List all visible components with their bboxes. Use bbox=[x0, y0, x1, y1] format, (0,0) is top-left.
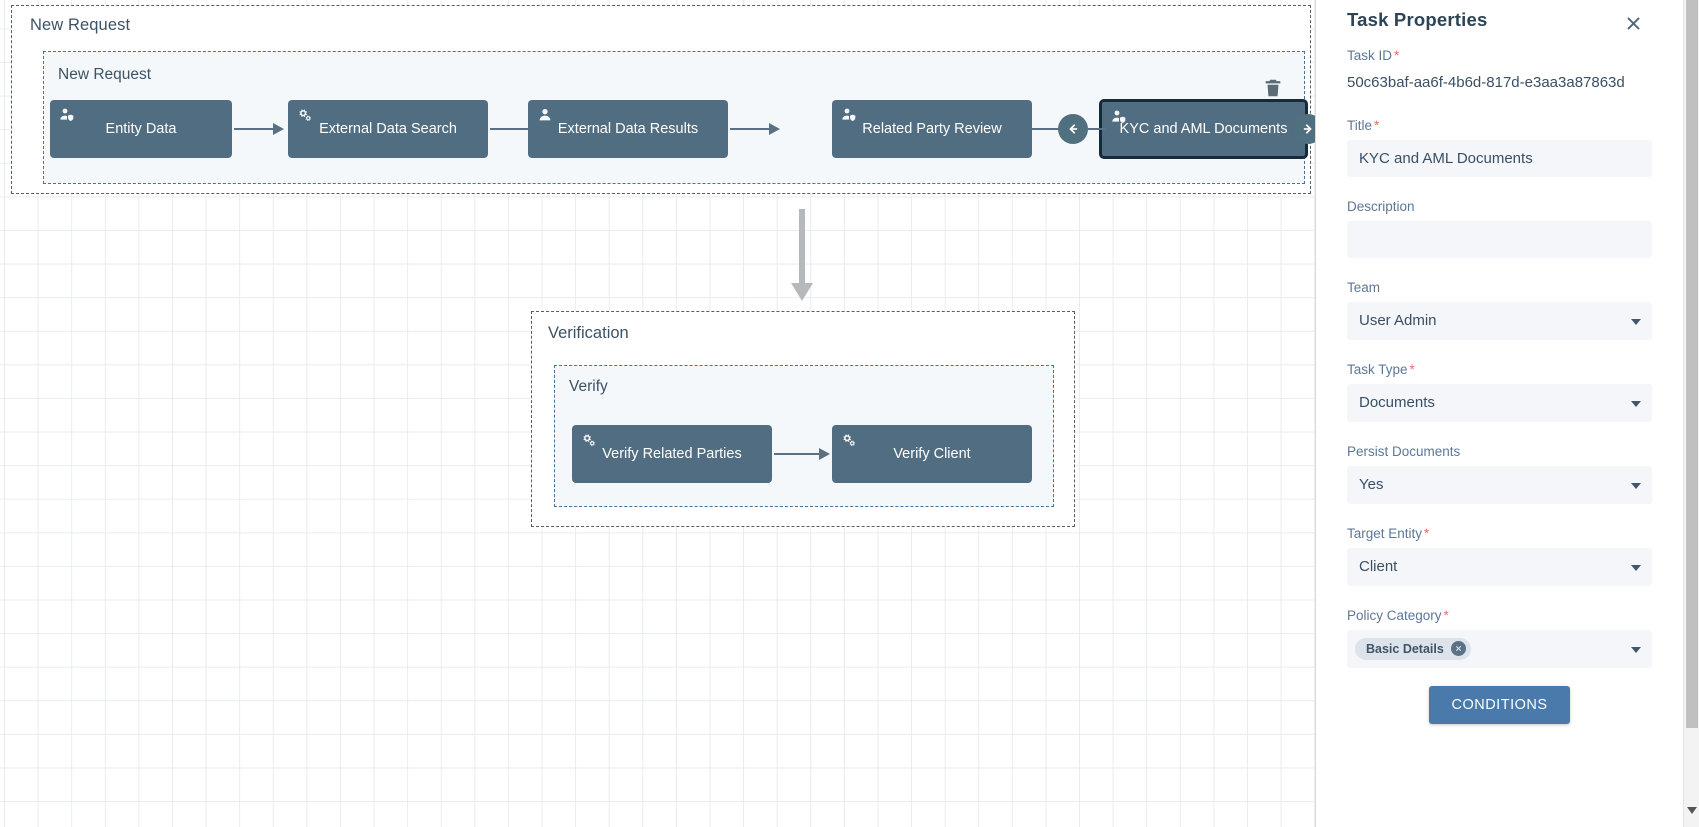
user-shield-icon bbox=[1111, 109, 1127, 125]
task-node-label: KYC and AML Documents bbox=[1119, 120, 1288, 137]
panel-scrollbar-thumb[interactable] bbox=[1686, 0, 1698, 728]
required-marker: * bbox=[1409, 361, 1415, 377]
task-node-label: Entity Data bbox=[105, 120, 177, 137]
cogs-icon bbox=[297, 107, 313, 123]
task-properties-scroll-area: Task Properties Task ID* 50c63baf-aa6f-4… bbox=[1316, 0, 1684, 827]
connector-stub bbox=[1088, 128, 1106, 130]
group-verify-title: Verify bbox=[569, 378, 608, 395]
lane-new-request-title: New Request bbox=[30, 16, 131, 34]
task-properties-form: Task ID* 50c63baf-aa6f-4b6d-817d-e3aa3a8… bbox=[1347, 48, 1652, 724]
lane-verification-title: Verification bbox=[548, 324, 629, 342]
policy-category-select[interactable]: Basic Details bbox=[1347, 629, 1652, 668]
task-node-label: Verify Client bbox=[893, 445, 971, 462]
close-icon bbox=[1626, 16, 1640, 30]
target-entity-select[interactable]: Client bbox=[1347, 547, 1652, 586]
user-icon bbox=[537, 107, 553, 123]
scroll-down-icon[interactable] bbox=[1687, 807, 1697, 814]
conditions-button[interactable]: CONDITIONS bbox=[1429, 685, 1570, 724]
required-marker: * bbox=[1443, 607, 1449, 623]
chevron-down-icon bbox=[1631, 564, 1641, 571]
panel-scrollbar[interactable] bbox=[1683, 0, 1699, 827]
field-task-id-label: Task ID* bbox=[1347, 48, 1400, 63]
task-node-label: External Data Results bbox=[557, 120, 699, 137]
chevron-down-icon bbox=[1631, 646, 1641, 653]
task-properties-panel: Task Properties Task ID* 50c63baf-aa6f-4… bbox=[1315, 0, 1699, 827]
task-node-label: External Data Search bbox=[319, 120, 457, 137]
field-description: Description bbox=[1347, 199, 1652, 258]
user-shield-icon bbox=[841, 107, 857, 123]
target-entity-select-value: Client bbox=[1359, 558, 1398, 576]
field-task-id-value: 50c63baf-aa6f-4b6d-817d-e3aa3a87863d bbox=[1347, 74, 1625, 91]
field-persist-documents-label: Persist Documents bbox=[1347, 443, 1461, 459]
lane-verification[interactable]: Verification Verify bbox=[531, 311, 1075, 527]
task-node-label: Related Party Review bbox=[862, 120, 1002, 137]
connector-vertical bbox=[791, 209, 813, 301]
delete-node-button[interactable] bbox=[1262, 76, 1284, 100]
task-node-related-party-review[interactable]: Related Party Review bbox=[832, 100, 1032, 158]
field-task-type: Task Type* Documents bbox=[1347, 362, 1652, 422]
field-team: Team User Admin bbox=[1347, 280, 1652, 340]
user-shield-icon bbox=[59, 107, 75, 123]
policy-category-chip-label: Basic Details bbox=[1366, 641, 1444, 656]
field-team-label: Team bbox=[1347, 279, 1381, 295]
cogs-icon bbox=[581, 432, 597, 448]
chevron-down-icon bbox=[1631, 318, 1641, 325]
required-marker: * bbox=[1394, 48, 1400, 63]
persist-documents-select[interactable]: Yes bbox=[1347, 465, 1652, 504]
arrow-right-icon bbox=[1303, 124, 1312, 134]
field-description-label: Description bbox=[1347, 198, 1415, 214]
persist-documents-select-value: Yes bbox=[1359, 476, 1384, 494]
move-node-left-button[interactable] bbox=[1058, 114, 1088, 144]
trash-icon bbox=[1265, 79, 1281, 97]
chevron-down-icon bbox=[1631, 482, 1641, 489]
task-node-external-data-results[interactable]: External Data Results bbox=[528, 100, 728, 158]
field-title-label: Title* bbox=[1347, 117, 1380, 133]
description-input[interactable] bbox=[1347, 220, 1652, 258]
task-node-verify-client[interactable]: Verify Client bbox=[832, 425, 1032, 483]
required-marker: * bbox=[1424, 525, 1430, 541]
field-policy-category-label: Policy Category* bbox=[1347, 607, 1449, 623]
field-title: Title* KYC and AML Documents bbox=[1347, 118, 1652, 177]
group-new-request-title: New Request bbox=[58, 66, 152, 83]
field-task-type-label: Task Type* bbox=[1347, 361, 1415, 377]
task-node-kyc-and-aml-documents[interactable]: KYC and AML Documents bbox=[1100, 100, 1307, 158]
connector-stub bbox=[1032, 128, 1064, 130]
field-target-entity-label: Target Entity* bbox=[1347, 525, 1430, 541]
panel-actions: CONDITIONS bbox=[1347, 685, 1652, 724]
task-node-entity-data[interactable]: Entity Data bbox=[50, 100, 232, 158]
field-persist-documents: Persist Documents Yes bbox=[1347, 444, 1652, 504]
chevron-down-icon bbox=[1631, 400, 1641, 407]
task-node-label: Verify Related Parties bbox=[602, 445, 742, 462]
arrow-left-icon bbox=[1069, 124, 1078, 134]
task-type-select[interactable]: Documents bbox=[1347, 383, 1652, 422]
remove-chip-icon[interactable] bbox=[1450, 641, 1466, 657]
field-task-id: Task ID* 50c63baf-aa6f-4b6d-817d-e3aa3a8… bbox=[1347, 48, 1652, 94]
team-select[interactable]: User Admin bbox=[1347, 301, 1652, 340]
close-panel-button[interactable] bbox=[1620, 10, 1646, 36]
page-title: Task Properties bbox=[1347, 9, 1488, 30]
title-input[interactable]: KYC and AML Documents bbox=[1347, 139, 1652, 177]
field-target-entity: Target Entity* Client bbox=[1347, 526, 1652, 586]
task-node-verify-related-parties[interactable]: Verify Related Parties bbox=[572, 425, 772, 483]
task-node-external-data-search[interactable]: External Data Search bbox=[288, 100, 488, 158]
field-policy-category: Policy Category* Basic Details bbox=[1347, 608, 1652, 668]
cogs-icon bbox=[841, 432, 857, 448]
task-type-select-value: Documents bbox=[1359, 394, 1435, 412]
required-marker: * bbox=[1374, 117, 1380, 133]
policy-category-chip: Basic Details bbox=[1355, 637, 1471, 660]
team-select-value: User Admin bbox=[1359, 312, 1437, 330]
